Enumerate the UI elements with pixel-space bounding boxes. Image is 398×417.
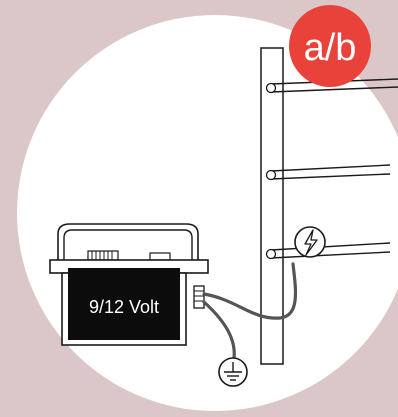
fence-post: [260, 47, 284, 365]
battery-label-panel: [68, 268, 180, 340]
earth-ground-icon: [218, 357, 248, 387]
ground-cable: [202, 300, 236, 360]
badge-label: a/b: [304, 27, 357, 69]
fence-wire-bottom: [265, 242, 391, 260]
badge-circle: [289, 5, 371, 87]
fence-wire-middle: [265, 164, 391, 181]
battery-terminal: [193, 285, 205, 309]
battery: 9/12 Volt: [49, 223, 209, 346]
battery-voltage-label: 9/12 Volt: [89, 297, 159, 317]
lightning-bolt-icon: [294, 226, 326, 258]
badge: a/b: [289, 5, 371, 87]
fence-cable: [202, 262, 298, 320]
